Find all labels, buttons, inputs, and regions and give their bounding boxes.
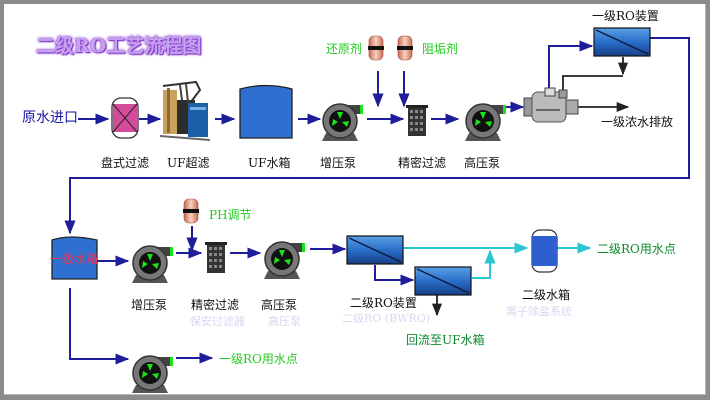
ph-dosing-icon (182, 198, 200, 224)
antiscalant-label: 阻垢剂 (422, 42, 459, 56)
reductant-dosing-icon (367, 35, 385, 61)
stage1-concentrate-lines (562, 57, 630, 113)
uf-unit-icon (159, 80, 211, 141)
stage2-hp-pump-icon (263, 241, 306, 280)
stage2-ro-unit-label: 二级RO装置 (350, 296, 417, 310)
reductant-label: 还原剂 (326, 42, 363, 56)
ghost-text: 高压泵 (268, 315, 301, 328)
stage2-booster-pump-label: 增压泵 (131, 298, 168, 312)
uf-label: UF超滤 (167, 156, 210, 170)
ro1-supply-pump-icon (131, 355, 174, 394)
stage2-ro-unit-b-icon (414, 266, 472, 296)
stage1-cartridge-filter-label: 精密过滤 (398, 156, 447, 170)
ph-adjust-label: PH调节 (209, 208, 252, 222)
stage2-water-tank-icon (531, 229, 558, 273)
reflux-label: 回流至UF水箱 (406, 333, 485, 347)
uf-tank-label: UF水箱 (248, 156, 291, 170)
ro1-use-point-label: 一级RO用水点 (219, 352, 298, 366)
stage1-ro-unit-label: 一级RO装置 (592, 9, 659, 23)
diagram-title: 二级RO工艺流程图 (36, 35, 202, 57)
stage2-cartridge-filter-label: 精密过滤 (191, 298, 240, 312)
stage1-tank-label: 一级水箱 (50, 252, 99, 266)
ghost-text: 保安过滤器 (190, 315, 245, 328)
stage2-flow-lines (69, 226, 415, 365)
stage1-cartridge-filter-icon (406, 105, 428, 136)
ro2-use-point-label: 二级RO用水点 (597, 242, 676, 256)
stage1-hp-pump-icon (464, 103, 507, 142)
stage1-hp-pump-label: 高压泵 (464, 156, 501, 170)
ghost-text: 离子除盐系统 (506, 305, 572, 318)
stage2-tank-label: 二级水箱 (522, 288, 571, 302)
stage1-water-tank-icon (51, 236, 98, 280)
disc-filter-icon (111, 97, 139, 139)
stage1-booster-pump-label: 增压泵 (320, 156, 357, 170)
stage1-booster-pump-icon (321, 103, 364, 142)
stage2-permeate-lines (402, 242, 592, 279)
inlet-label: 原水进口 (22, 110, 78, 126)
diagram-canvas (4, 4, 706, 395)
stage2-booster-pump-icon (131, 245, 174, 284)
antiscalant-dosing-icon (396, 35, 414, 61)
stage2-cartridge-filter-icon (205, 242, 227, 273)
disc-filter-label: 盘式过滤 (101, 156, 150, 170)
stage2-hp-pump-label: 高压泵 (261, 298, 298, 312)
uf-water-tank-icon (239, 84, 293, 139)
stage2-ro-unit-a-icon (346, 235, 404, 265)
energy-recovery-pump-icon (523, 87, 579, 123)
concentrate-discharge-label: 一级浓水排放 (601, 115, 674, 129)
ghost-text: 二级RO (BWRO) (342, 312, 431, 325)
stage1-ro-unit-icon (593, 27, 651, 57)
stage1-flow-lines (64, 37, 690, 235)
